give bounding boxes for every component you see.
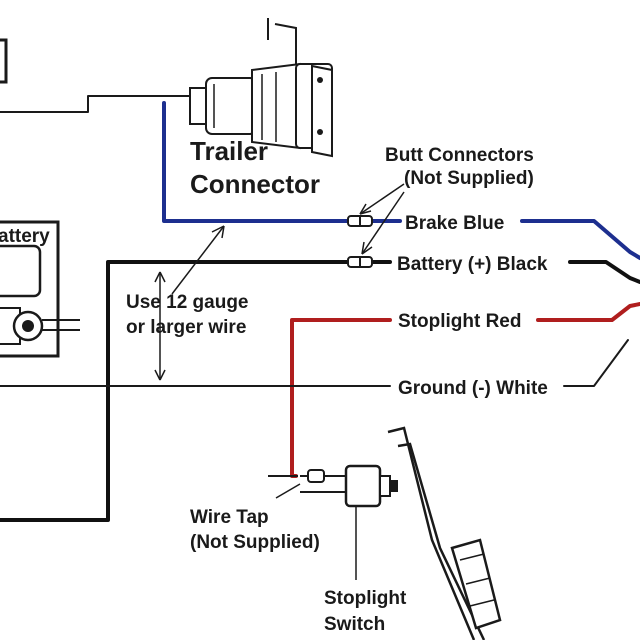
trailer-connector-label-line1: Trailer xyxy=(190,136,268,166)
wire-tap-label-line1: Wire Tap xyxy=(190,507,269,528)
battery-black-label: Battery (+) Black xyxy=(397,254,548,275)
ground-white-wire xyxy=(0,339,629,387)
brake-blue-label: Brake Blue xyxy=(405,213,504,234)
connector-feed-wire xyxy=(0,95,191,113)
battery-label: attery xyxy=(0,226,50,247)
wire-tap-icon xyxy=(268,469,346,499)
ground-white-label: Ground (-) White xyxy=(398,378,548,399)
battery-icon xyxy=(0,220,80,358)
trailer-connector-label-line2: Connector xyxy=(190,169,320,199)
gauge-label-line1: Use 12 gauge xyxy=(126,292,249,313)
butt-connectors xyxy=(347,215,373,268)
battery-black-wire xyxy=(0,260,640,522)
butt-connectors-label-line2: (Not Supplied) xyxy=(404,168,534,189)
controller-box-edge xyxy=(0,38,8,84)
wire-tap-label-line2: (Not Supplied) xyxy=(190,532,320,553)
gauge-label-line2: or larger wire xyxy=(126,317,246,338)
butt-connectors-pointers xyxy=(359,183,405,255)
trailer-connector-icon xyxy=(189,18,333,158)
stoplight-red-label: Stoplight Red xyxy=(398,311,521,332)
brake-blue-wire xyxy=(162,101,640,260)
stoplight-switch-label-line2: Switch xyxy=(324,614,385,635)
stoplight-switch-label-line1: Stoplight xyxy=(324,588,407,609)
butt-connectors-label-line1: Butt Connectors xyxy=(385,145,534,166)
brake-pedal-icon xyxy=(387,426,502,640)
stoplight-switch-icon xyxy=(344,464,398,580)
gauge-pointers xyxy=(154,225,225,381)
